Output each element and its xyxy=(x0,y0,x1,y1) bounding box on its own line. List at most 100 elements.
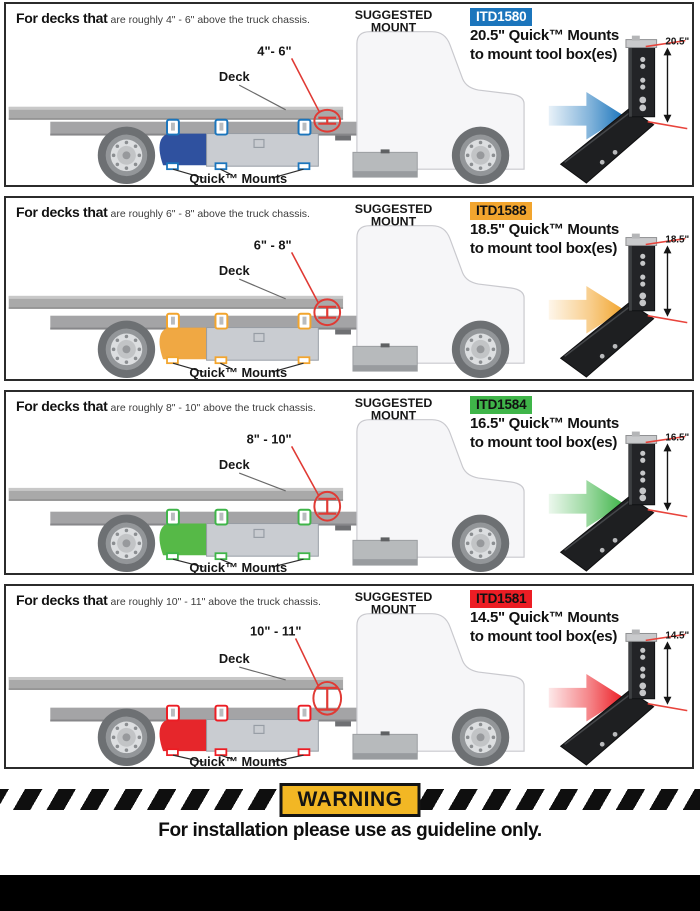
quick-mounts-label: Quick™ Mounts xyxy=(189,171,287,185)
quick-mounts-leader-lines xyxy=(172,754,304,763)
truck-illustration: 4"- 6" Deck Quick™ Mounts SUGGESTED MOUN… xyxy=(8,8,690,185)
product-line1: 14.5" Quick™ Mounts xyxy=(470,609,619,626)
mount-bracket xyxy=(559,431,658,572)
mount-bracket xyxy=(559,233,658,378)
deck-leader-line xyxy=(238,84,286,111)
measurement: 20.5" xyxy=(645,37,690,130)
deck xyxy=(8,676,344,690)
height-highlight-circle xyxy=(290,252,342,327)
rear-wheel xyxy=(97,126,156,185)
mount-height-label: 14.5" xyxy=(665,630,689,641)
deck-label: Deck xyxy=(219,69,251,84)
suggested-mount-label-2: MOUNT xyxy=(371,409,417,423)
direction-arrow xyxy=(548,674,624,722)
guideline-text: For installation please use as guideline… xyxy=(158,820,542,841)
mount-height-label: 20.5" xyxy=(665,37,689,48)
quick-mount-block xyxy=(159,133,207,166)
mount-bracket xyxy=(559,35,658,184)
direction-arrow xyxy=(548,480,624,528)
truck-illustration: 6" - 8" Deck Quick™ Mounts SUGGESTED MOU… xyxy=(8,202,690,379)
header-rest: are roughly 8" - 10" above the truck cha… xyxy=(110,402,316,414)
suggested-mount-label-2: MOUNT xyxy=(371,21,417,35)
mount-bracket xyxy=(559,629,658,766)
mount-feet xyxy=(166,552,311,561)
quick-mounts-leader-lines xyxy=(172,558,304,568)
quick-mounts-leader-lines xyxy=(172,168,304,179)
measurement: 18.5" xyxy=(645,235,690,324)
quick-mount-block xyxy=(159,327,207,360)
tool-box xyxy=(206,719,319,752)
product-line1: 20.5" Quick™ Mounts xyxy=(470,27,619,44)
suggested-mount-box xyxy=(352,731,418,760)
product-id-badge: ITD1588 xyxy=(470,202,533,220)
quick-mount-block xyxy=(159,523,207,556)
product-line2: to mount tool box(es) xyxy=(470,434,618,452)
product-line2: to mount tool box(es) xyxy=(470,628,618,646)
product-info: ITD1588 18.5" Quick™ Mounts to mount too… xyxy=(470,202,670,259)
product-line1: 18.5" Quick™ Mounts xyxy=(470,221,619,238)
product-line2: to mount tool box(es) xyxy=(470,240,618,258)
header-rest: are roughly 4" - 6" above the truck chas… xyxy=(110,14,310,26)
header-bold: For decks that xyxy=(16,10,108,26)
quick-mounts-label: Quick™ Mounts xyxy=(189,560,287,573)
measurement: 16.5" xyxy=(645,432,690,518)
rear-wheel xyxy=(97,708,156,767)
range-label: 4"- 6" xyxy=(257,43,291,58)
product-line2: to mount tool box(es) xyxy=(470,46,618,64)
deck xyxy=(8,106,344,120)
front-wheel xyxy=(451,126,510,185)
height-highlight-circle xyxy=(290,58,342,133)
product-info: ITD1580 20.5" Quick™ Mounts to mount too… xyxy=(470,8,670,65)
mount-clips xyxy=(166,704,312,722)
suggested-mount-label-2: MOUNT xyxy=(371,603,417,617)
suggested-mount-label-1: SUGGESTED xyxy=(355,8,433,22)
suggested-mount-box xyxy=(352,343,418,372)
product-line1: 16.5" Quick™ Mounts xyxy=(470,415,619,432)
direction-arrow xyxy=(548,286,624,334)
suggested-mount-box xyxy=(352,149,418,178)
deck-leader-line xyxy=(239,472,286,492)
mount-height-label: 18.5" xyxy=(665,235,689,246)
mount-clips xyxy=(166,508,312,526)
warning-badge: WARNING xyxy=(279,783,421,817)
range-label: 8" - 10" xyxy=(247,431,292,446)
front-wheel xyxy=(451,708,510,767)
product-id-badge: ITD1584 xyxy=(470,396,533,414)
header-rest: are roughly 10" - 11" above the truck ch… xyxy=(110,596,321,608)
header-bold: For decks that xyxy=(16,592,108,608)
measurement: 14.5" xyxy=(645,630,690,712)
product-id-badge: ITD1581 xyxy=(470,590,533,608)
height-highlight-circle xyxy=(290,446,342,522)
deck-label: Deck xyxy=(219,457,251,472)
front-wheel xyxy=(451,320,510,379)
deck-label: Deck xyxy=(219,263,251,278)
range-label: 6" - 8" xyxy=(254,237,292,252)
header-rest: are roughly 6" - 8" above the truck chas… xyxy=(110,208,310,220)
header-bold: For decks that xyxy=(16,204,108,220)
suggested-mount-label-1: SUGGESTED xyxy=(355,202,433,216)
product-id-badge: ITD1580 xyxy=(470,8,533,26)
suggested-mount-label-1: SUGGESTED xyxy=(355,396,433,410)
product-info: ITD1581 14.5" Quick™ Mounts to mount too… xyxy=(470,590,670,647)
suggested-mount-label-2: MOUNT xyxy=(371,215,417,229)
tool-box xyxy=(206,327,319,361)
height-highlight-circle xyxy=(294,638,343,716)
range-label: 10" - 11" xyxy=(250,623,301,638)
rear-wheel xyxy=(97,320,156,379)
tool-box xyxy=(206,133,319,167)
mount-feet xyxy=(166,356,311,365)
quick-mount-block xyxy=(159,719,207,752)
deck-leader-line xyxy=(238,278,286,300)
mount-feet xyxy=(166,162,311,171)
suggested-mount-label-1: SUGGESTED xyxy=(355,590,433,604)
product-info: ITD1584 16.5" Quick™ Mounts to mount too… xyxy=(470,396,670,453)
quick-mounts-leader-lines xyxy=(172,362,304,373)
mount-feet xyxy=(166,748,311,757)
